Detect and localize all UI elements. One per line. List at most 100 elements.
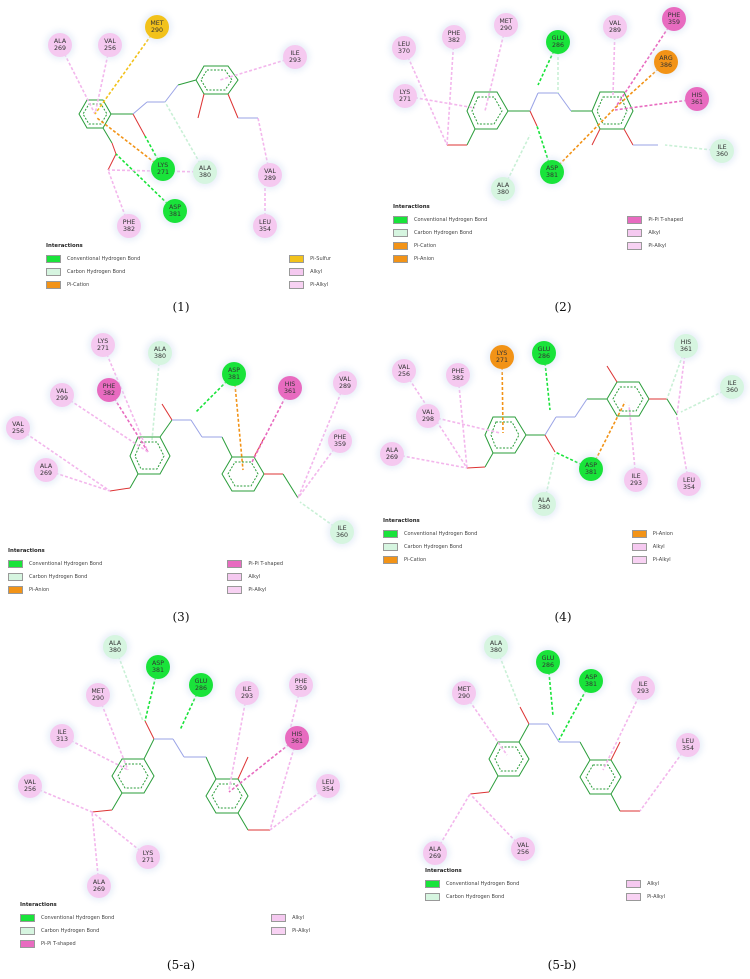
residue-name: PHE [102, 383, 116, 390]
residue-number: 269 [39, 470, 53, 477]
legend-item: Pi-Anion [8, 583, 102, 596]
residue-name: LEU [681, 738, 695, 745]
residue-name: HIS [680, 339, 692, 346]
legend-item: Pi-Alkyl [627, 239, 683, 252]
legend-item: Alkyl [627, 226, 683, 239]
legend-swatch [393, 254, 408, 263]
residue-number: 289 [263, 175, 277, 182]
residue-number: 380 [489, 647, 503, 654]
residue-name: ILE [290, 50, 300, 57]
legend-item: Carbon Hydrogen Bond [8, 570, 102, 583]
legend-swatch [393, 228, 408, 237]
residue-name: LEU [321, 779, 335, 786]
residue-number: 360 [715, 151, 729, 158]
residue-name: LYS [157, 162, 169, 169]
legend-title: Interactions [20, 902, 57, 908]
legend-swatch [393, 215, 408, 224]
legend-title: Interactions [393, 204, 430, 210]
legend-item: Carbon Hydrogen Bond [46, 265, 140, 278]
residue-name: HIS [291, 731, 303, 738]
legend-swatch [46, 280, 61, 289]
panel-caption: (1) [172, 300, 190, 314]
residue-number: 359 [333, 441, 347, 448]
residue-number: 271 [398, 96, 412, 103]
residue-name: ALA [198, 165, 212, 172]
residue-name: ALA [108, 640, 122, 647]
residue-number: 361 [690, 99, 704, 106]
residue-number: 380 [153, 353, 167, 360]
legend-label: Pi-Anion [652, 530, 673, 537]
legend-swatch [271, 913, 287, 922]
residue-number: 286 [551, 42, 565, 49]
legend-swatch [631, 529, 647, 538]
residue-number: 382 [451, 375, 465, 382]
legend-item: Pi-Cation [383, 553, 477, 566]
legend-item: Conventional Hydrogen Bond [383, 527, 477, 540]
residue-name: PHE [667, 12, 681, 19]
residue-number: 293 [629, 480, 643, 487]
residue-name: ILE [631, 473, 641, 480]
residue-number: 271 [141, 857, 155, 864]
residue-name: ASP [584, 674, 598, 681]
legend-item: Pi-Alkyl [289, 278, 331, 291]
residue-number: 381 [227, 374, 241, 381]
residue-number: 381 [168, 211, 182, 218]
legend-label: Pi-Cation [67, 281, 90, 288]
residue-number: 382 [447, 37, 461, 44]
legend-swatch [46, 267, 61, 276]
legend-item: Alkyl [289, 265, 331, 278]
legend-label: Alkyl [248, 573, 261, 580]
legend-label: Pi-Pi T-shaped [248, 560, 283, 567]
legend-label: Carbon Hydrogen Bond [414, 229, 473, 236]
residue-name: LYS [496, 350, 508, 357]
legend-swatch [20, 939, 35, 948]
residue-name: VAL [609, 20, 621, 27]
legend-item: Pi-Pi T-shaped [20, 937, 114, 950]
panel-caption: (3) [172, 610, 190, 624]
legend-title: Interactions [383, 518, 420, 524]
residue-number: 293 [240, 693, 254, 700]
legend-label: Pi-Alkyl [652, 556, 671, 563]
legend-swatch [20, 913, 35, 922]
ligand-structure [391, 345, 733, 505]
residue-name: ILE [638, 681, 648, 688]
residue-name: LYS [399, 89, 411, 96]
residue-name: ILE [57, 729, 67, 736]
residue-name: VAL [398, 364, 410, 371]
legend-label: Conventional Hydrogen Bond [404, 530, 478, 537]
residue-name: GLU [551, 35, 565, 42]
residue-name: ALA [496, 182, 510, 189]
legend-item: Pi-Alkyl [631, 553, 673, 566]
legend-swatch [425, 892, 440, 901]
residue-name: ASP [584, 462, 598, 469]
residue-number: 293 [288, 57, 302, 64]
legend-swatch [631, 555, 647, 564]
